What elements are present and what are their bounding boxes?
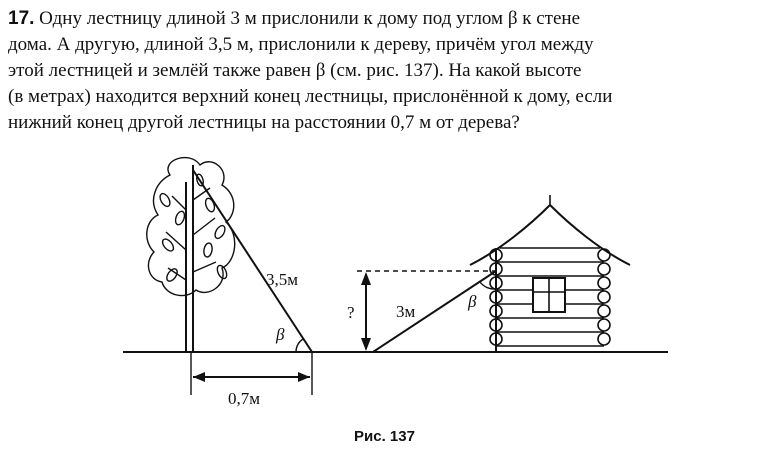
distance-arrowhead-right xyxy=(298,372,310,382)
height-arrowhead-top xyxy=(361,272,371,285)
tree-ladder-label: 3,5м xyxy=(266,270,298,289)
tree-ladder xyxy=(192,169,313,353)
distance-label: 0,7м xyxy=(228,389,260,408)
house-ladder xyxy=(372,270,497,353)
problem-line-4: (в метрах) находится верхний конец лестн… xyxy=(8,86,613,107)
problem-line-1: 17. Одну лестницу длиной 3 м прислонили … xyxy=(8,8,581,29)
tree-drawing xyxy=(146,156,236,352)
distance-arrowhead-left xyxy=(193,372,205,382)
figure-caption: Рис. 137 xyxy=(354,428,415,445)
problem-number: 17. xyxy=(8,8,35,29)
problem-line-5: нижний конец другой лестницы на расстоян… xyxy=(8,112,520,133)
height-arrowhead-bottom xyxy=(361,338,371,351)
house-ladder-label: 3м xyxy=(396,302,416,321)
problem-line-3: этой лестницей и землёй также равен β (с… xyxy=(8,60,582,81)
problem-line-2: дома. А другую, длиной 3,5 м, прислонили… xyxy=(8,34,594,55)
problem-text: 17. Одну лестницу длиной 3 м прислонили … xyxy=(8,6,760,136)
tree-angle-label: β xyxy=(275,325,285,344)
house-angle-label: β xyxy=(467,292,477,311)
figure-137: 3,5м β 0,7м ? 3м β xyxy=(123,156,668,408)
height-label: ? xyxy=(347,303,355,322)
tree-angle-arc xyxy=(295,338,304,353)
